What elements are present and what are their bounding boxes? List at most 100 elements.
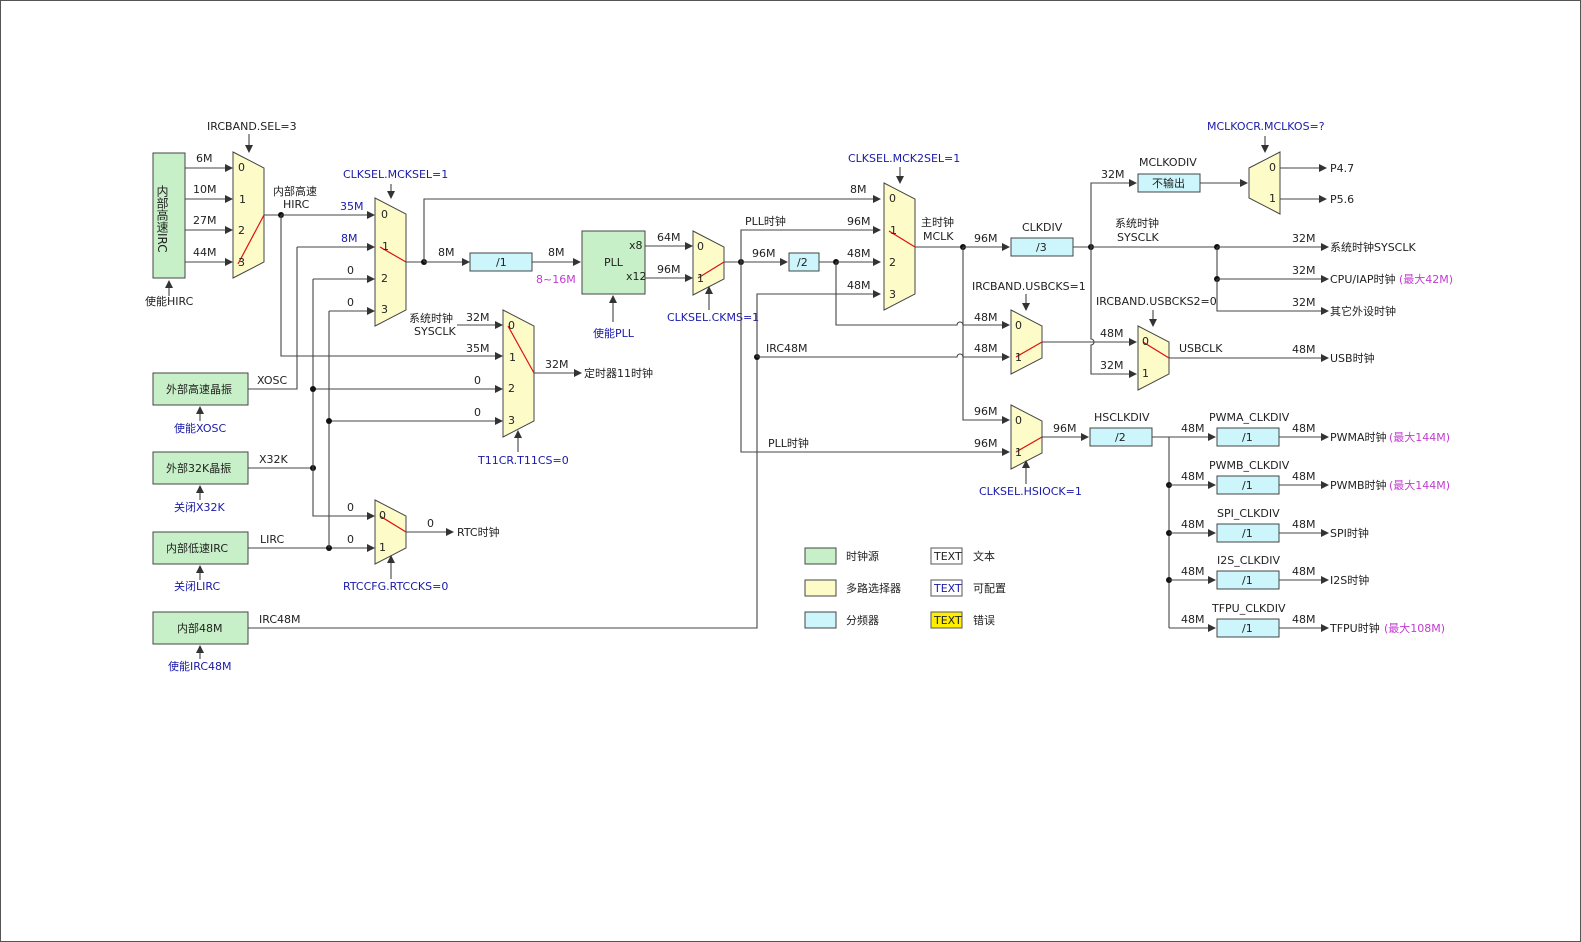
usb-48m-label: 48M xyxy=(1292,343,1316,356)
t11-35m-label: 35M xyxy=(466,342,490,355)
svg-text:3: 3 xyxy=(508,414,515,427)
usbcks2-mux: 01 xyxy=(1137,325,1170,391)
pll-x8-label: x8 xyxy=(629,239,643,252)
svg-text:1: 1 xyxy=(697,272,704,285)
svg-text:3: 3 xyxy=(238,256,245,269)
svg-text:1: 1 xyxy=(1142,367,1149,380)
pwmb-in-48m: 48M xyxy=(1181,470,1205,483)
spi-in-48m: 48M xyxy=(1181,518,1205,531)
svg-text:0: 0 xyxy=(889,192,896,205)
mcksel-35m-label: 35M xyxy=(340,200,364,213)
mck2-in1-96m-label: 96M xyxy=(847,215,871,228)
svg-text:0: 0 xyxy=(697,240,704,253)
hirc-name-label: HIRC xyxy=(283,198,310,211)
hsclkdiv-divider-label: /2 xyxy=(1115,431,1126,444)
rtccks-mux: 01 xyxy=(374,499,407,565)
mck2sel-config: CLKSEL.MCK2SEL=1 xyxy=(848,152,960,165)
hsiock-config: CLKSEL.HSIOCK=1 xyxy=(979,485,1082,498)
cpu-max-label: (最大42M) xyxy=(1399,272,1453,286)
lirc-source xyxy=(152,531,249,565)
cpu-32m-label: 32M xyxy=(1292,264,1316,277)
legend-divider-swatch xyxy=(804,611,837,629)
t11-in3-zero: 0 xyxy=(474,406,481,419)
usbcks-config: IRCBAND.USBCKS=1 xyxy=(972,280,1086,293)
i2s-out-48m: 48M xyxy=(1292,565,1316,578)
tfpu-in-48m: 48M xyxy=(1181,613,1205,626)
svg-text:1: 1 xyxy=(509,351,516,364)
spi-divider-label: /1 xyxy=(1242,527,1253,540)
legend-text-sample: TEXT xyxy=(933,550,962,563)
legend-config-label: 可配置 xyxy=(973,582,1006,595)
t11cs-mux: 0 1 2 3 xyxy=(502,309,535,438)
mcksel-in2-zero: 0 xyxy=(347,264,354,277)
legend-text-label: 文本 xyxy=(973,549,995,563)
t11cs-config: T11CR.T11CS=0 xyxy=(477,454,569,467)
i2s-divider-label: /1 xyxy=(1242,574,1253,587)
usbcks-in1-48m-label: 48M xyxy=(974,342,998,355)
legend-error-sample: TEXT xyxy=(933,614,962,627)
svg-text:3: 3 xyxy=(889,288,896,301)
pwma-out-48m: 48M xyxy=(1292,422,1316,435)
usbcks2-config: IRCBAND.USBCKS2=0 xyxy=(1096,295,1217,308)
ircband-sel-config: IRCBAND.SEL=3 xyxy=(207,120,297,133)
pwma-div-title: PWMA_CLKDIV xyxy=(1209,411,1290,424)
hirc-10m-label: 10M xyxy=(193,183,217,196)
svg-text:2: 2 xyxy=(508,382,515,395)
svg-text:0: 0 xyxy=(1269,161,1276,174)
svg-text:1: 1 xyxy=(1015,351,1022,364)
spi-out-48m: 48M xyxy=(1292,518,1316,531)
svg-text:0: 0 xyxy=(1142,335,1149,348)
pwma-in-48m: 48M xyxy=(1181,422,1205,435)
disable-lirc-label: 关闭LIRC xyxy=(174,579,220,593)
p47-label: P4.7 xyxy=(1330,162,1354,175)
hirc-source-label: 内部高速IRC xyxy=(155,185,169,253)
mclk-96m-label: 96M xyxy=(974,232,998,245)
rtc-in0-zero: 0 xyxy=(347,501,354,514)
svg-text:2: 2 xyxy=(238,224,245,237)
t11-in2-zero: 0 xyxy=(474,374,481,387)
legend-error-label: 错误 xyxy=(973,613,995,627)
svg-text:0: 0 xyxy=(381,208,388,221)
pll-96m-label: 96M xyxy=(657,263,681,276)
x32k-source-label: 外部32K晶振 xyxy=(166,461,231,475)
timer11-clock-label: 定时器11时钟 xyxy=(584,366,653,380)
sysclk-bus-cn-label: 系统时钟 xyxy=(1115,216,1159,230)
enable-irc48m-label: 使能IRC48M xyxy=(168,659,232,673)
clkdiv-title: CLKDIV xyxy=(1022,221,1063,234)
cpu-iap-label: CPU/IAP时钟 xyxy=(1330,272,1395,286)
timer11-32m-label: 32M xyxy=(545,358,569,371)
xosc-wire-label: XOSC xyxy=(257,374,287,387)
pll-label: PLL xyxy=(604,256,624,269)
pll-clock-label-bottom: PLL时钟 xyxy=(768,436,809,450)
svg-text:2: 2 xyxy=(381,272,388,285)
pwma-max-label: (最大144M) xyxy=(1389,430,1450,444)
pll-64m-label: 64M xyxy=(657,231,681,244)
usb-clock-label: USB时钟 xyxy=(1330,351,1375,365)
irc48m-wire-label: IRC48M xyxy=(766,342,808,355)
usbcks2-in0-48m-label: 48M xyxy=(1100,327,1124,340)
svg-text:1: 1 xyxy=(890,224,897,237)
t11-sysclk-label: SYSCLK xyxy=(414,325,456,338)
pwmb-out-48m: 48M xyxy=(1292,470,1316,483)
i2s-in-48m: 48M xyxy=(1181,565,1205,578)
hirc-internal-label: 内部高速 xyxy=(273,184,317,198)
svg-text:1: 1 xyxy=(382,240,389,253)
t11-sysclk-cn-label: 系统时钟 xyxy=(409,311,453,325)
legend: 时钟源 多路选择器 分频器 TEXT 文本 TEXT 可配置 TEXT 错误 xyxy=(804,547,1006,629)
ckms-mux: 01 xyxy=(692,230,725,296)
tfpu-div-title: TFPU_CLKDIV xyxy=(1211,602,1286,615)
pwmb-div-title: PWMB_CLKDIV xyxy=(1209,459,1290,472)
svg-text:1: 1 xyxy=(239,193,246,206)
hsiock-in0-96m-label: 96M xyxy=(974,405,998,418)
enable-xosc-label: 使能XOSC xyxy=(174,421,226,435)
svg-text:0: 0 xyxy=(508,319,515,332)
usbcks-in0-48m-label: 48M xyxy=(974,311,998,324)
mclk-cn-label: 主时钟 xyxy=(921,215,954,229)
mcksel-8m-label: 8M xyxy=(341,232,358,245)
pwmb-divider-label: /1 xyxy=(1242,479,1253,492)
ckms-config: CLKSEL.CKMS=1 xyxy=(667,311,759,324)
mclkos-mux: 01 xyxy=(1248,151,1281,215)
rtc-in1-zero: 0 xyxy=(347,533,354,546)
pll-pre-divider-label: /1 xyxy=(496,256,507,269)
other-periph-label: 其它外设时钟 xyxy=(1330,304,1396,318)
